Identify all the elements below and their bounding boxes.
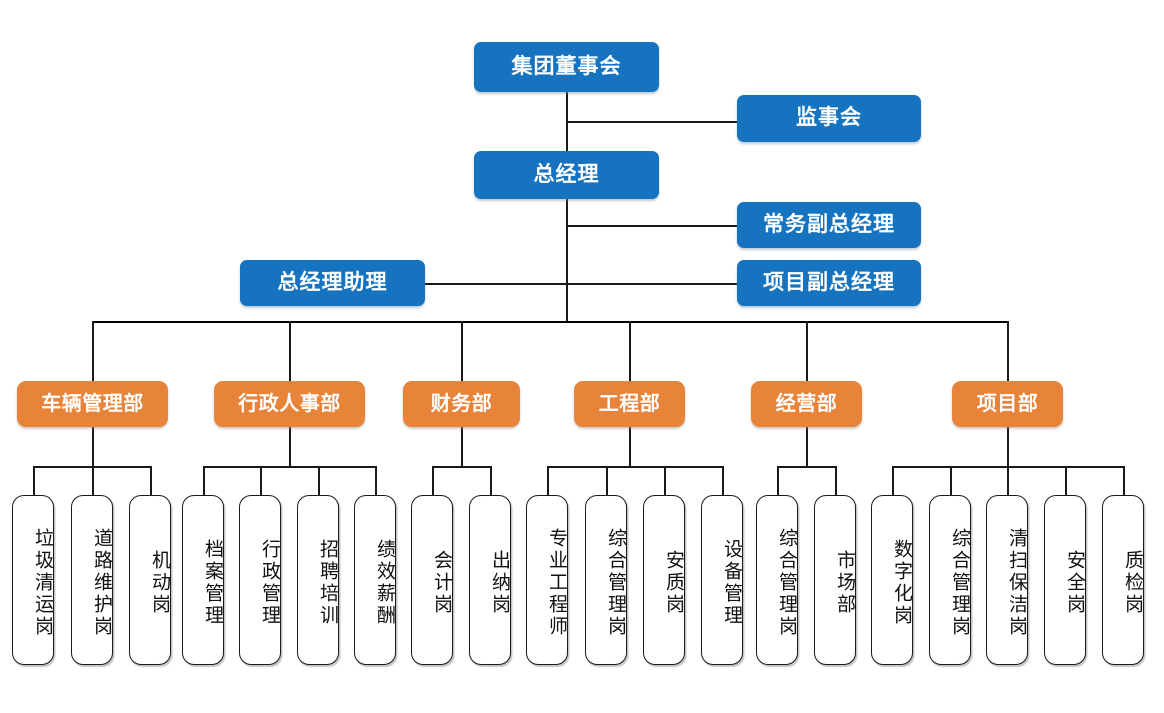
connector-dept5-stem [1007, 427, 1009, 467]
position-node[interactable]: 出纳岗 [469, 495, 511, 665]
connector-dept4-stem [806, 427, 808, 467]
connector-dept0-leaf2 [150, 466, 152, 496]
connector-dept0-leaf1 [92, 466, 94, 496]
connector-dept2-stem [461, 427, 463, 467]
connector-dept4-bus [777, 466, 836, 468]
node-executive-vice-gm[interactable]: 常务副总经理 [737, 202, 921, 248]
connector-drop-dept-1 [289, 321, 291, 381]
department-node-project[interactable]: 项目部 [952, 381, 1063, 427]
position-node[interactable]: 档案管理 [182, 495, 224, 665]
connector-gm-assistant [425, 283, 567, 285]
connector-drop-dept-4 [806, 321, 808, 381]
connector-drop-dept-2 [461, 321, 463, 381]
node-board[interactable]: 集团董事会 [474, 42, 659, 92]
connector-dept5-leaf3 [1065, 466, 1067, 496]
connector-dept2-bus [432, 466, 491, 468]
position-node[interactable]: 会计岗 [411, 495, 453, 665]
position-node[interactable]: 清扫保洁岗 [986, 495, 1028, 665]
connector-exec-vice-gm [566, 225, 738, 227]
position-node[interactable]: 质检岗 [1102, 495, 1144, 665]
node-gm-assistant[interactable]: 总经理助理 [240, 260, 425, 306]
node-project-vice-gm[interactable]: 项目副总经理 [737, 260, 921, 306]
connector-dept3-leaf3 [722, 466, 724, 496]
position-node[interactable]: 设备管理 [701, 495, 743, 665]
connector-department-bus [92, 321, 1008, 323]
connector-dept3-stem [629, 427, 631, 467]
position-node[interactable]: 机动岗 [129, 495, 171, 665]
position-node[interactable]: 绩效薪酬 [354, 495, 396, 665]
connector-dept3-leaf2 [664, 466, 666, 496]
department-node-finance[interactable]: 财务部 [403, 381, 520, 427]
connector-dept0-stem [92, 427, 94, 467]
department-node-business[interactable]: 经营部 [751, 381, 862, 427]
connector-dept5-leaf2 [1007, 466, 1009, 496]
node-supervisory-board[interactable]: 监事会 [737, 95, 921, 142]
connector-dept4-leaf1 [835, 466, 837, 496]
connector-dept1-stem [289, 427, 291, 467]
position-node[interactable]: 安全岗 [1044, 495, 1086, 665]
connector-dept0-leaf0 [33, 466, 35, 496]
position-node[interactable]: 垃圾清运岗 [12, 495, 54, 665]
position-node[interactable]: 数字化岗 [871, 495, 913, 665]
connector-dept3-leaf1 [606, 466, 608, 496]
department-node-vehicle[interactable]: 车辆管理部 [17, 381, 168, 427]
connector-supervisory [566, 121, 738, 123]
department-node-hr[interactable]: 行政人事部 [214, 381, 365, 427]
connector-dept4-leaf0 [777, 466, 779, 496]
position-node[interactable]: 综合管理岗 [756, 495, 798, 665]
connector-drop-dept-3 [629, 321, 631, 381]
connector-dept3-bus [547, 466, 723, 468]
connector-drop-dept-0 [92, 321, 94, 381]
department-node-engineering[interactable]: 工程部 [574, 381, 685, 427]
connector-drop-dept-5 [1007, 321, 1009, 381]
connector-project-vice-gm [566, 283, 738, 285]
connector-dept1-leaf1 [260, 466, 262, 496]
position-node[interactable]: 专业工程师 [526, 495, 568, 665]
connector-dept1-leaf0 [203, 466, 205, 496]
position-node[interactable]: 市场部 [814, 495, 856, 665]
connector-dept1-leaf2 [318, 466, 320, 496]
connector-dept3-leaf0 [547, 466, 549, 496]
position-node[interactable]: 行政管理 [239, 495, 281, 665]
connector-dept5-leaf4 [1123, 466, 1125, 496]
connector-dept5-leaf0 [892, 466, 894, 496]
connector-dept5-leaf1 [950, 466, 952, 496]
position-node[interactable]: 综合管理岗 [585, 495, 627, 665]
connector-dept2-leaf1 [490, 466, 492, 496]
connector-board-down [566, 92, 568, 122]
position-node[interactable]: 综合管理岗 [929, 495, 971, 665]
position-node[interactable]: 招聘培训 [297, 495, 339, 665]
connector-dept1-bus [203, 466, 376, 468]
position-node[interactable]: 道路维护岗 [71, 495, 113, 665]
node-general-manager[interactable]: 总经理 [474, 151, 659, 199]
position-node[interactable]: 安质岗 [643, 495, 685, 665]
connector-to-gm [566, 121, 568, 151]
connector-dept2-leaf0 [432, 466, 434, 496]
connector-dept1-leaf3 [375, 466, 377, 496]
connector-gm-trunk [566, 199, 568, 322]
